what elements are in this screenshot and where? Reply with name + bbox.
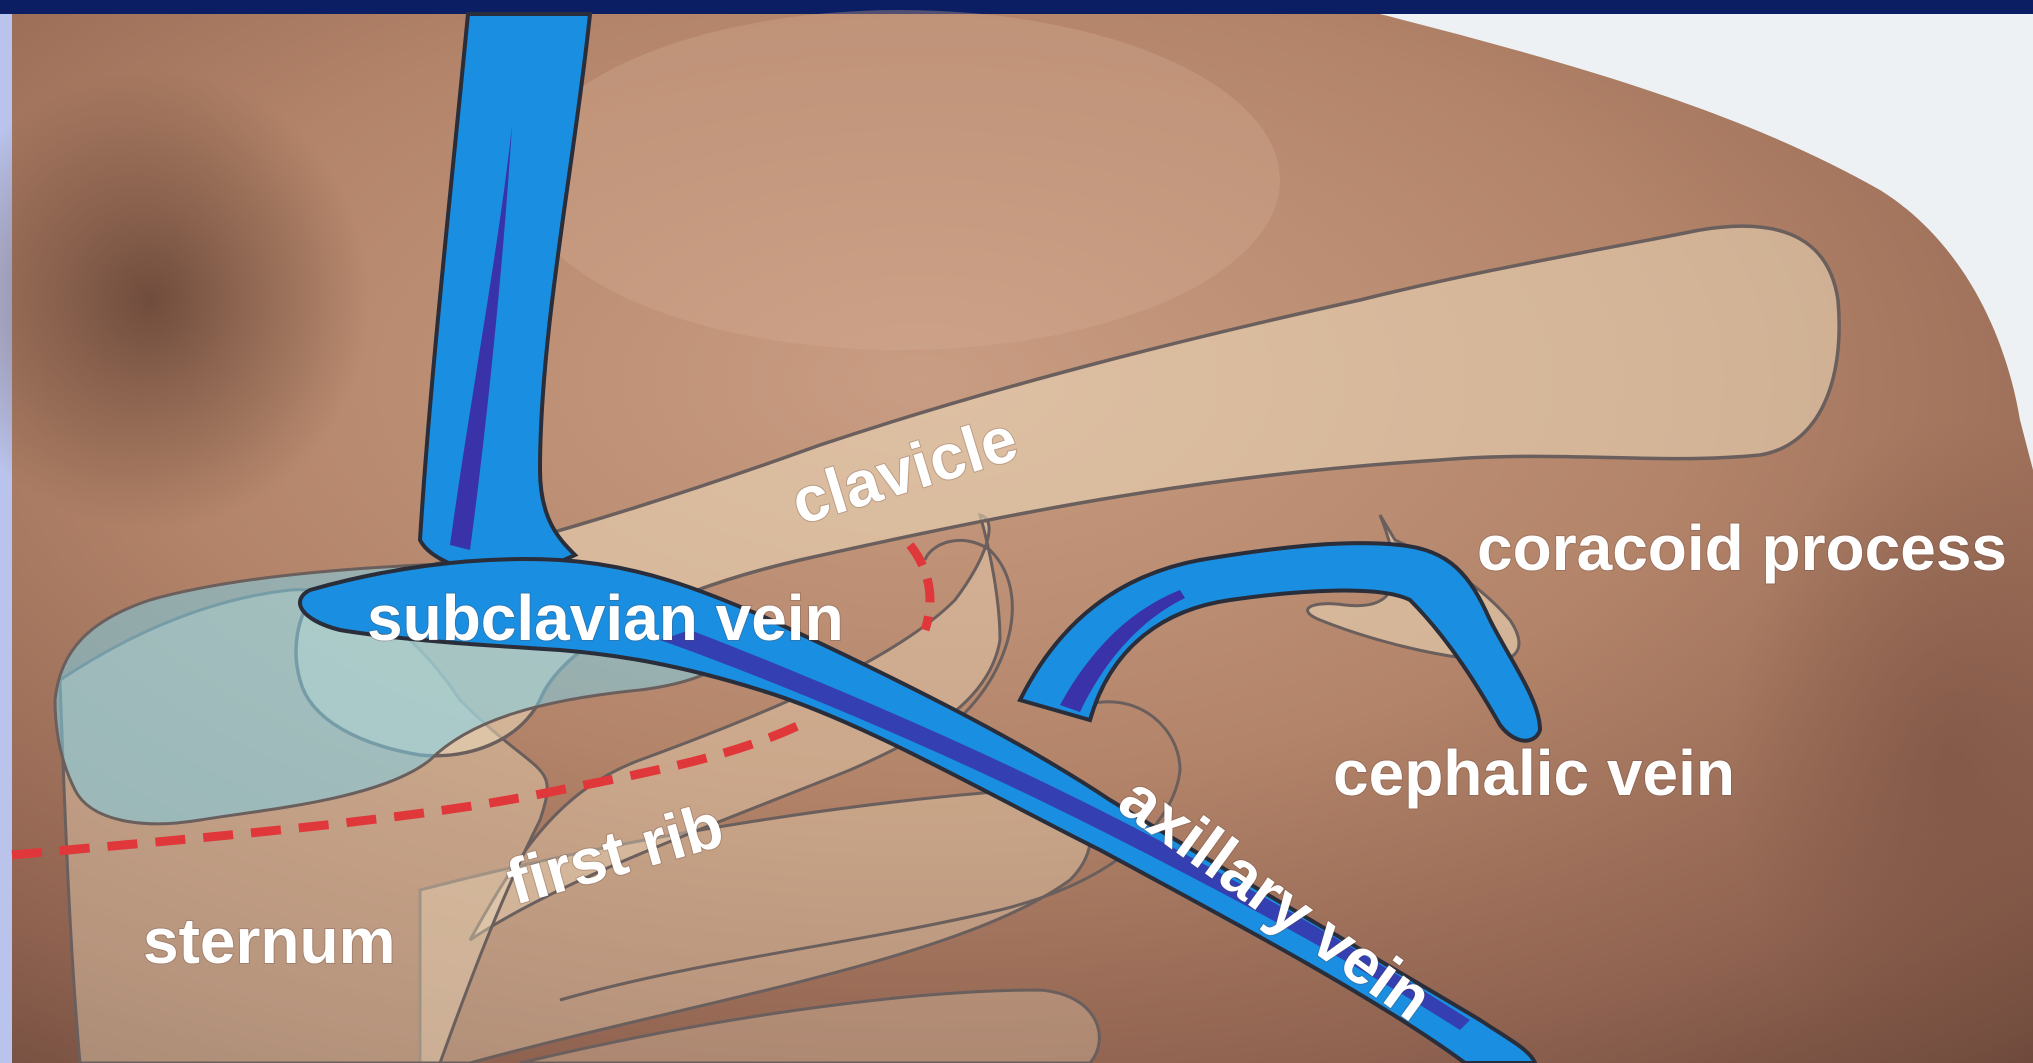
label-cephalic-vein: cephalic vein — [1333, 737, 1735, 809]
label-sternum: sternum — [143, 905, 396, 977]
label-coracoid-process: coracoid process — [1477, 512, 2007, 584]
label-subclavian-vein: subclavian vein — [367, 582, 844, 654]
highlight-shoulder — [520, 10, 1280, 350]
